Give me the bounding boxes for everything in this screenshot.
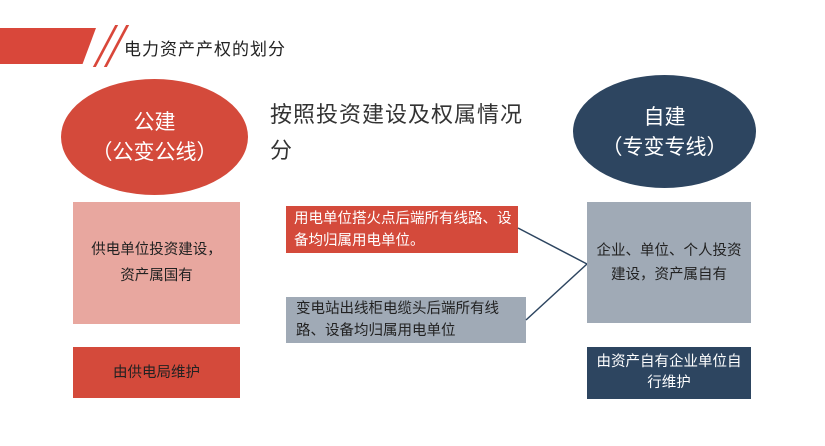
self-construction-ellipse: 自建 （专变专线） xyxy=(573,75,756,188)
self-ownership-text: 企业、单位、个人投资建设，资产属自有 xyxy=(596,242,742,283)
self-maintenance-box: 由资产自有企业单位自行维护 xyxy=(587,347,751,399)
public-subtitle: （公变公线） xyxy=(91,140,218,164)
public-ownership-text: 供电单位投资建设，资产属国有 xyxy=(91,242,222,284)
page-title: 电力资产产权的划分 xyxy=(124,40,286,60)
public-maintenance-box: 由供电局维护 xyxy=(73,347,240,398)
self-ownership-box: 企业、单位、个人投资建设，资产属自有 xyxy=(587,202,751,323)
connector-top-line xyxy=(517,227,588,265)
public-ownership-box: 供电单位投资建设，资产属国有 xyxy=(73,202,240,324)
self-maintenance-text: 由资产自有企业单位自行维护 xyxy=(596,354,742,391)
rule-substation-text: 变电站出线柜电缆头后端所有线路、设备均归属用电单位 xyxy=(296,301,499,339)
rule-connection-point-text: 用电单位搭火点后端所有线路、设备均归属用电单位。 xyxy=(294,210,512,249)
connector-bottom-line xyxy=(525,263,588,321)
public-maintenance-text: 由供电局维护 xyxy=(113,364,200,381)
self-subtitle: （专变专线） xyxy=(601,134,728,159)
public-title: 公建 xyxy=(133,110,176,134)
header-banner xyxy=(0,28,96,64)
classification-heading: 按照投资建设及权属情况分 xyxy=(270,103,524,164)
rule-substation-box: 变电站出线柜电缆头后端所有线路、设备均归属用电单位 xyxy=(286,297,526,343)
public-construction-ellipse: 公建 （公变公线） xyxy=(61,79,248,195)
rule-connection-point-box: 用电单位搭火点后端所有线路、设备均归属用电单位。 xyxy=(286,206,518,253)
self-title: 自建 xyxy=(643,104,686,129)
